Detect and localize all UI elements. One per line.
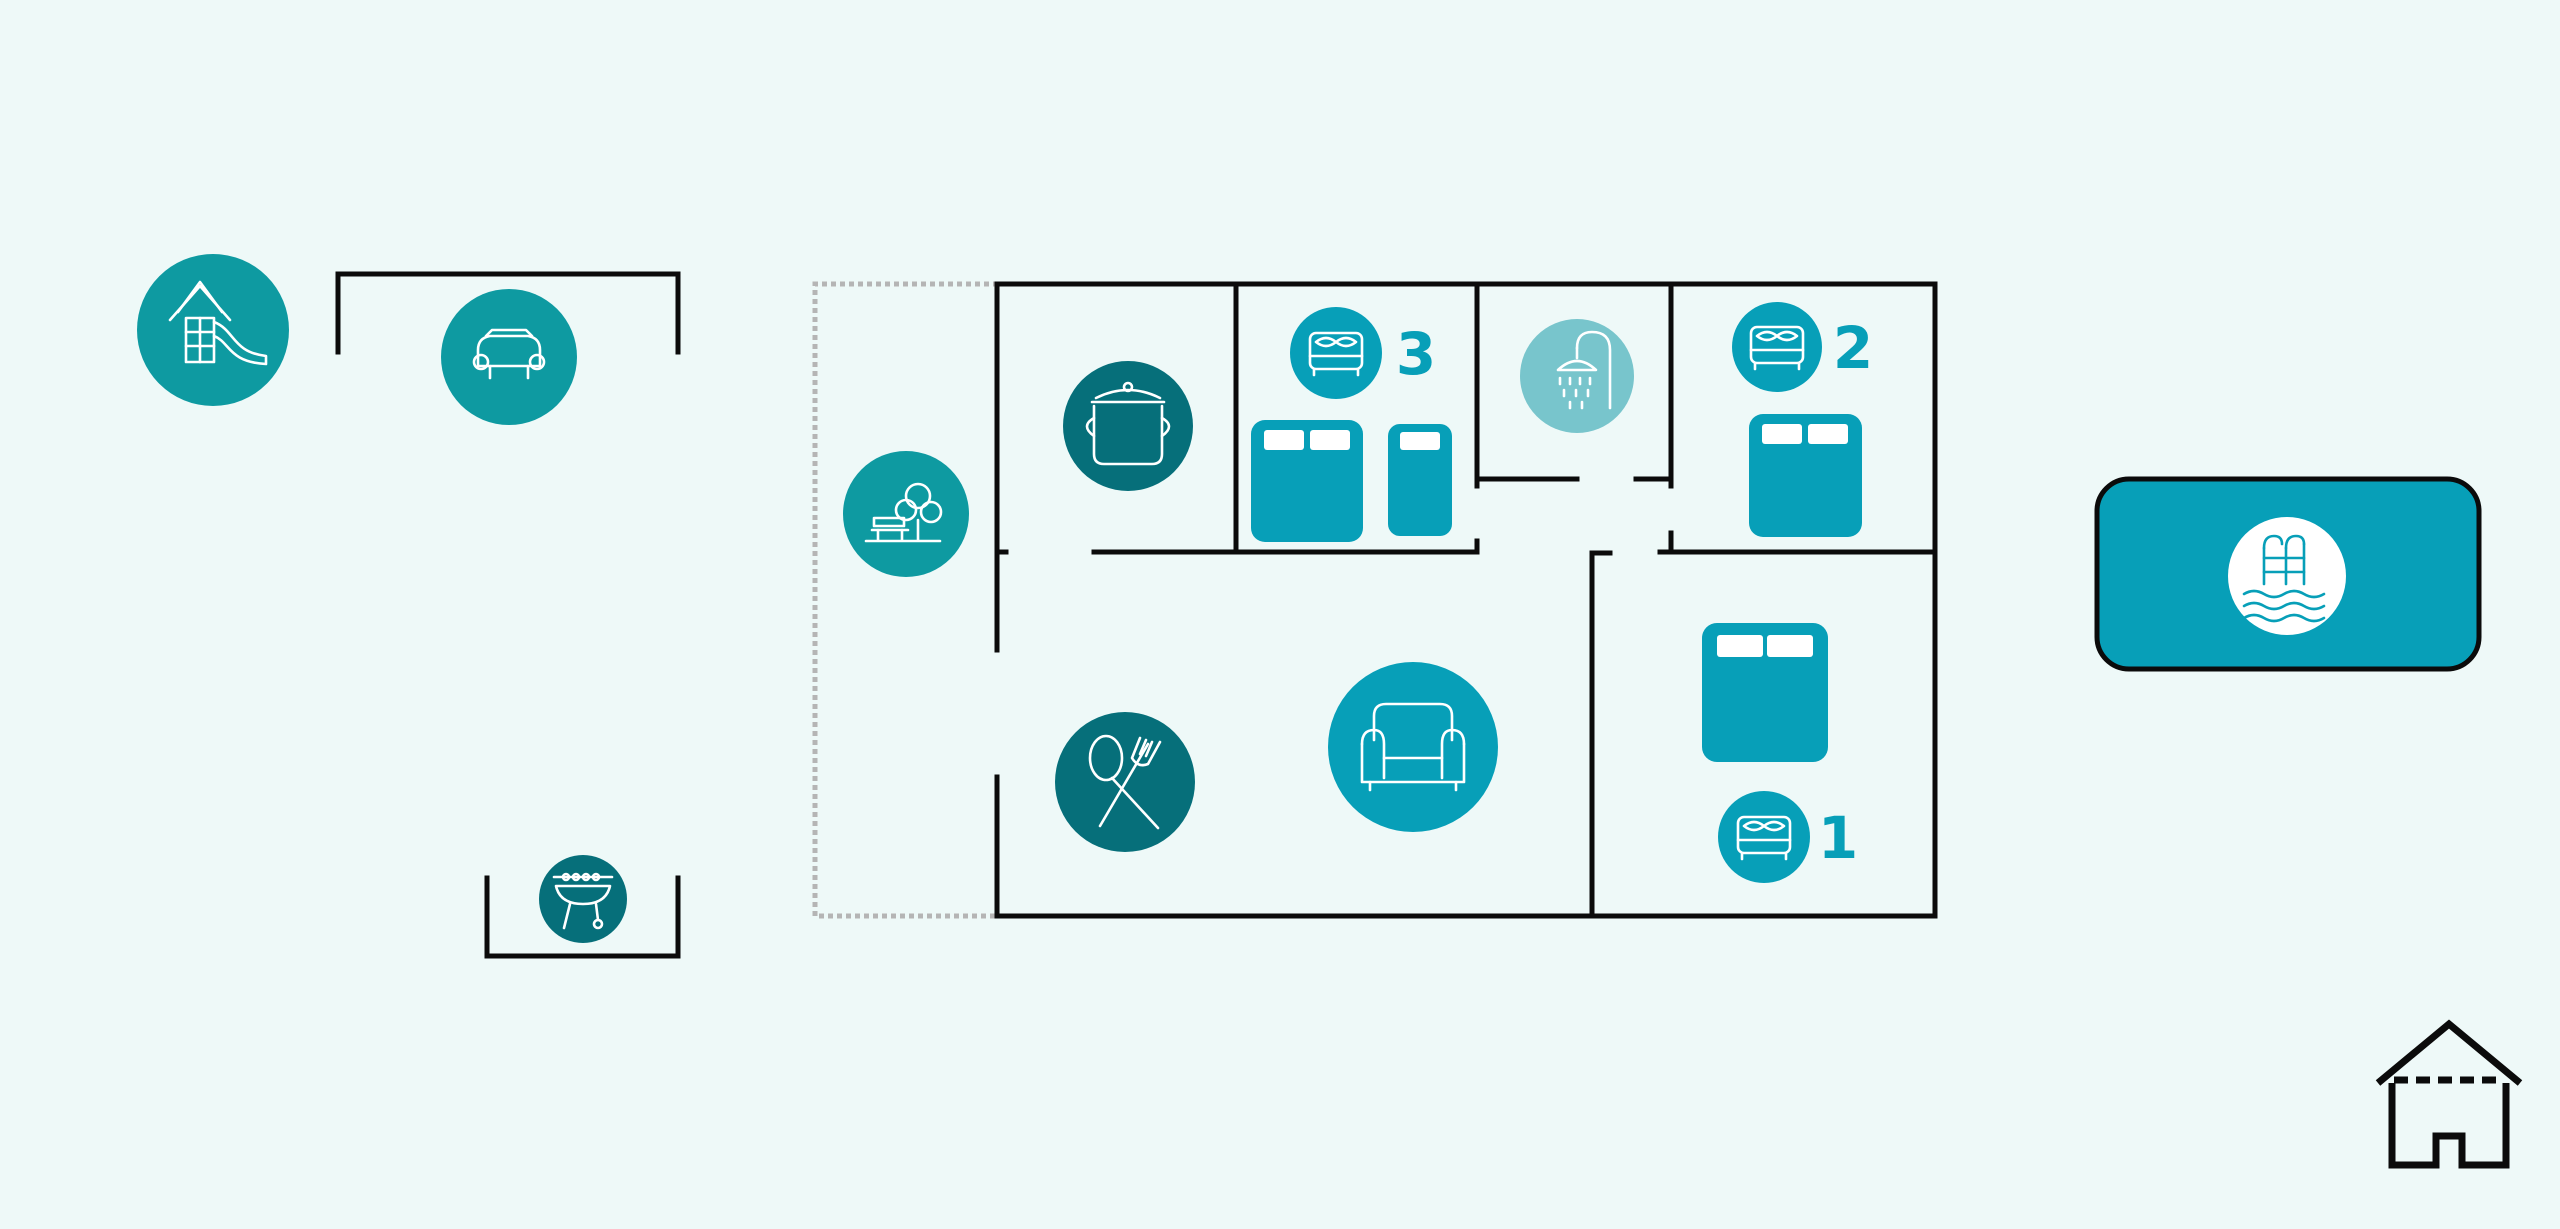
double-bed [1749,414,1862,537]
pool [2094,476,2482,672]
bedroom-number-3: 3 [1396,320,1436,388]
house-icon [2375,1019,2523,1169]
playhouse-slide-icon [168,280,268,366]
kitchen [1063,361,1193,491]
grill-icon [552,872,614,930]
double-bed [1702,623,1828,762]
playground-area [137,254,289,406]
garden-terrace [812,281,998,919]
bed-icon [1736,815,1792,861]
bbq-area [484,855,681,959]
double-bed [1251,420,1363,542]
bathroom [1520,319,1634,433]
house-walls [994,281,1938,919]
spoon-fork-icon [1088,734,1162,830]
bedroom-2: 2 [1732,302,1873,537]
living-room [1328,662,1498,832]
armchair-icon [1360,702,1466,792]
shower-icon [1556,330,1612,410]
bed-icon [1308,331,1364,377]
bedroom-number-2: 2 [1833,314,1873,382]
bedroom-1: 1 [1702,623,1858,883]
bedroom-number-1: 1 [1818,804,1858,872]
pool-ladder-icon [2242,534,2326,623]
cooking-pot-icon [1085,381,1171,466]
dining-area [1055,712,1195,852]
car-icon [472,328,546,380]
bedroom-3: 3 [1251,307,1452,542]
single-bed [1388,424,1452,536]
parking-area [335,271,681,425]
bed-icon [1749,325,1805,371]
tree-bench-icon [864,482,943,543]
